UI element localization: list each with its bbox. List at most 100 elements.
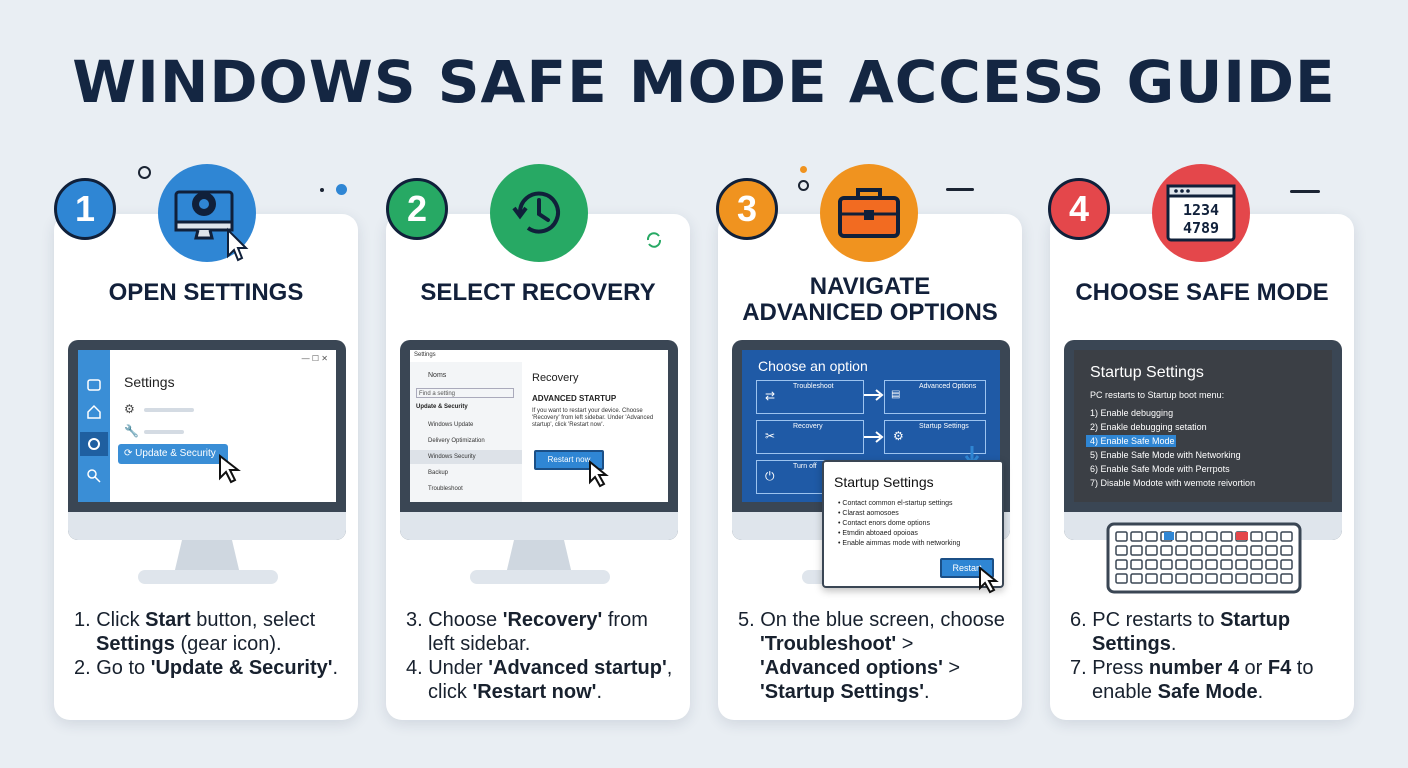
monitor: — ☐ ✕ Settings ⚙ 🔧 ⟳ Update & Security (68, 340, 346, 540)
recovery-description: If you want to restart your device. Choo… (532, 408, 654, 428)
placeholder-line (144, 408, 194, 412)
step-card-2: SELECT RECOVERY Settings Noms Find a set… (386, 214, 690, 720)
tile-troubleshoot[interactable]: ⇄ Troubleshoot (756, 380, 864, 414)
power-icon: ⏻ (765, 469, 775, 483)
keyboard-key (1205, 559, 1218, 570)
boot-option[interactable]: 2) Enakle debugging setation (1090, 422, 1207, 432)
selected-highlight (410, 450, 522, 464)
step-card-3: NAVIGATE ADVANICED OPTIONS Choose an opt… (718, 214, 1022, 720)
keyboard-key (1115, 573, 1128, 584)
keyboard-key (1130, 545, 1143, 556)
boot-option[interactable]: 7) Disable Modote with wemote reivortion (1090, 478, 1256, 488)
monitor: Startup Settings PC restarts to Startup … (1064, 340, 1342, 540)
keyboard-key (1175, 559, 1188, 570)
cursor-icon (589, 460, 609, 488)
keyboard-key (1280, 559, 1293, 570)
sidebar-item-delivery[interactable]: Delivery Optimization (428, 438, 485, 444)
step-card-4: CHOOSE SAFE MODE Startup Settings PC res… (1050, 214, 1354, 720)
keyboard-key (1265, 573, 1278, 584)
card-title: CHOOSE SAFE MODE (1075, 279, 1329, 306)
tile-startup-settings[interactable]: ⚙ Startup Settings (884, 420, 986, 454)
advanced-startup-heading: ADVANCED STARTUP (532, 394, 617, 403)
keyboard-key (1220, 531, 1233, 542)
cursor-icon (219, 454, 241, 484)
keyboard-key (1220, 559, 1233, 570)
dialog-item: • Contact common el-startup settings (838, 500, 953, 507)
step-instructions: 1. Click Start button, select Settings (… (74, 609, 339, 679)
card-title: NAVIGATE ADVANICED OPTIONS (742, 273, 998, 326)
recovery-heading: Recovery (532, 372, 579, 384)
refresh-icon: ⟳ (124, 448, 133, 459)
keyboard-key (1130, 531, 1143, 542)
keyboard-key (1130, 573, 1143, 584)
keyboard-key (1115, 545, 1128, 556)
keyboard-key (1235, 545, 1248, 556)
nav-home[interactable]: Noms (428, 372, 447, 379)
keyboard-key (1145, 573, 1158, 584)
tile-recovery[interactable]: ✂ Recovery (756, 420, 864, 454)
keyboard-key (1190, 545, 1203, 556)
boot-option[interactable]: 6) Enable Safe Mode with Perrpots (1090, 464, 1230, 474)
keyboard-key (1280, 531, 1293, 542)
keyboard-key (1205, 573, 1218, 584)
keyboard-key (1250, 545, 1263, 556)
monitor-chin (400, 512, 678, 540)
dialog-item: • Enable aimmas mode with networking (838, 540, 961, 547)
keyboard-key (1250, 531, 1263, 542)
dialog-item: • Clarast aomosoes (838, 510, 899, 517)
keyboard-icon (1106, 522, 1302, 594)
sidebar-item-windows-update[interactable]: Windows Update (428, 422, 474, 428)
startup-settings-screen: Startup Settings PC restarts to Startup … (1074, 350, 1332, 502)
step-instructions: 6. PC restarts to Startup Settings. 7. P… (1070, 609, 1314, 703)
keyboard-key (1220, 545, 1233, 556)
settings-heading: Settings (124, 374, 175, 390)
tile-label: Recovery (793, 423, 823, 430)
tile-label: Turn off (793, 463, 817, 470)
keyboard-key (1145, 531, 1158, 542)
sidebar-item-security[interactable]: Windows Security (428, 454, 476, 460)
keyboard-key (1220, 573, 1233, 584)
tile-advanced-options[interactable]: ▤ Advanced Options (884, 380, 986, 414)
gear-monitor-icon (158, 164, 256, 262)
monitor-base (470, 570, 610, 584)
decor-dot (336, 184, 347, 195)
history-clock-icon (490, 164, 588, 262)
startup-settings-dialog: Startup Settings • Contact common el-sta… (822, 460, 1004, 594)
tile-label: Startup Settings (919, 423, 969, 430)
step-badge-4: 4 (1048, 178, 1110, 240)
boot-option-selected[interactable]: 4) Enable Safe Mode (1086, 435, 1176, 447)
tile-label: Advanced Options (919, 383, 977, 390)
step-card-1: OPEN SETTINGS — ☐ ✕ Settings ⚙ 🔧 ⟳ (54, 214, 358, 720)
sidebar-item-backup[interactable]: Backup (428, 470, 449, 476)
keyboard-key (1250, 573, 1263, 584)
keyboard-key (1115, 559, 1128, 570)
sidebar-item-troubleshoot[interactable]: Troubleshoot (428, 486, 463, 492)
decor-dash (1290, 190, 1320, 193)
boot-option[interactable]: 1) Enable debugging (1090, 408, 1174, 418)
update-security-button[interactable]: ⟳ Update & Security (118, 444, 228, 464)
tile-label: Troubleshoot (793, 383, 834, 390)
search-input[interactable]: Find a setting (416, 388, 514, 398)
tools-icon: ✂ (765, 429, 776, 443)
keyboard-key (1190, 559, 1203, 570)
decor-dot (138, 166, 151, 179)
wrench-icon: 🔧 (124, 424, 139, 438)
window-controls[interactable]: — ☐ ✕ (301, 354, 328, 363)
startup-sub: PC restarts to Startup boot menu: (1090, 390, 1225, 400)
window-title: Settings (414, 352, 436, 358)
decor-dot (800, 166, 807, 173)
keyboard-key (1280, 573, 1293, 584)
step-instructions: 3. Choose 'Recovery' from left sidebar. … (406, 609, 673, 703)
cursor-icon (979, 566, 999, 594)
toolbox-icon (820, 164, 918, 262)
keyboard-key (1265, 531, 1278, 542)
settings-window: — ☐ ✕ Settings ⚙ 🔧 ⟳ Update & Security (78, 350, 336, 502)
choose-option-heading: Choose an option (758, 358, 868, 374)
numpad-row-2: 4789 (1183, 219, 1219, 237)
sync-icon (646, 232, 662, 248)
restart-now-button[interactable]: Restart now (534, 450, 604, 470)
boot-option[interactable]: 5) Enable Safe Mode with Networking (1090, 450, 1241, 460)
keyboard-key (1190, 573, 1203, 584)
keyboard-key (1175, 545, 1188, 556)
arrow-right-icon (864, 389, 884, 401)
